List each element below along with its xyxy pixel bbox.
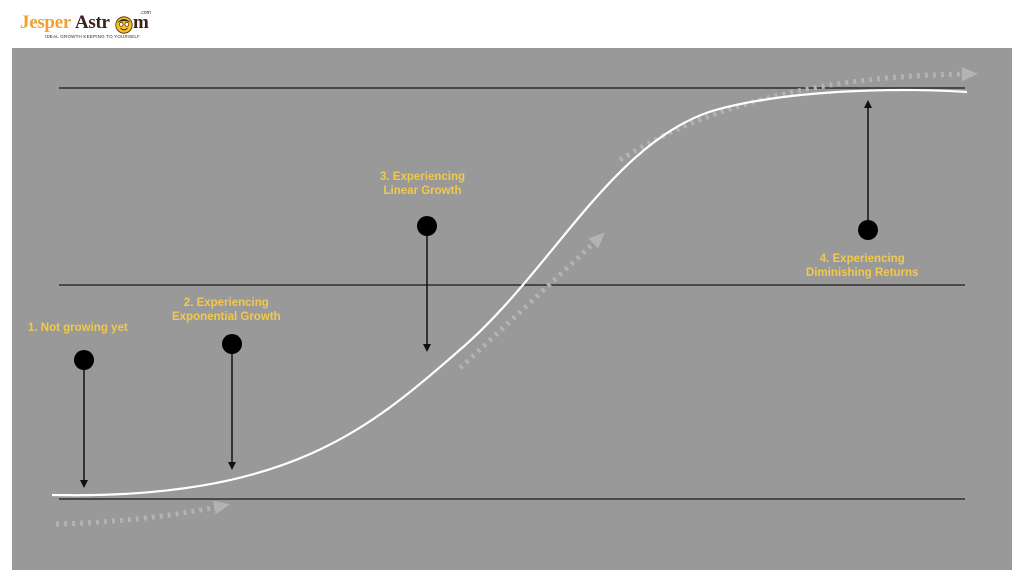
stage-2-label: 2. Experiencing Exponential Growth	[172, 296, 281, 324]
stage-4-label: 4. Experiencing Diminishing Returns	[806, 252, 918, 280]
stage-1-label-line-1: 1. Not growing yet	[28, 322, 128, 334]
stage-4-label-line-2: Diminishing Returns	[806, 267, 919, 279]
stage-1-label: 1. Not growing yet	[28, 321, 128, 335]
stage-2-label-line-2: Exponential Growth	[172, 311, 281, 323]
face-smile	[120, 27, 128, 31]
smiley-face-icon	[115, 16, 133, 34]
stage-3-label-line-1: 3. Experiencing	[380, 171, 466, 183]
face-hair	[117, 19, 131, 23]
site-logo[interactable]: Jesper Astr m .com IDEAL GROWTH KEEPING …	[20, 10, 151, 42]
logo-tagline: IDEAL GROWTH KEEPING TO YOURSELF	[45, 34, 141, 39]
diagram-background	[12, 48, 1012, 570]
s-curve	[51, 88, 968, 497]
stage-3-marker-dot	[417, 216, 437, 236]
logo-dotcom: .com	[140, 10, 151, 16]
stage-3-label: 3. Experiencing Linear Growth	[380, 170, 465, 198]
stage-1-marker-dot	[74, 350, 94, 370]
logo-word-tail: m	[133, 12, 149, 33]
stage-2-marker-dot	[222, 334, 242, 354]
stage-4-marker-dot	[858, 220, 878, 240]
face-eye-left	[118, 22, 124, 27]
logo-word-primary: Jesper	[20, 12, 71, 33]
stage-3-label-line-2: Linear Growth	[383, 185, 462, 197]
diagram-canvas	[12, 48, 1012, 570]
stage-2-label-line-1: 2. Experiencing	[183, 297, 269, 309]
logo-word-secondary: Astr	[75, 12, 110, 33]
s-curve-diagram: 1. Not growing yet 2. Experiencing Expon…	[12, 48, 1012, 570]
stage-4-label-line-1: 4. Experiencing	[819, 253, 905, 265]
face-eye-right	[124, 22, 130, 27]
